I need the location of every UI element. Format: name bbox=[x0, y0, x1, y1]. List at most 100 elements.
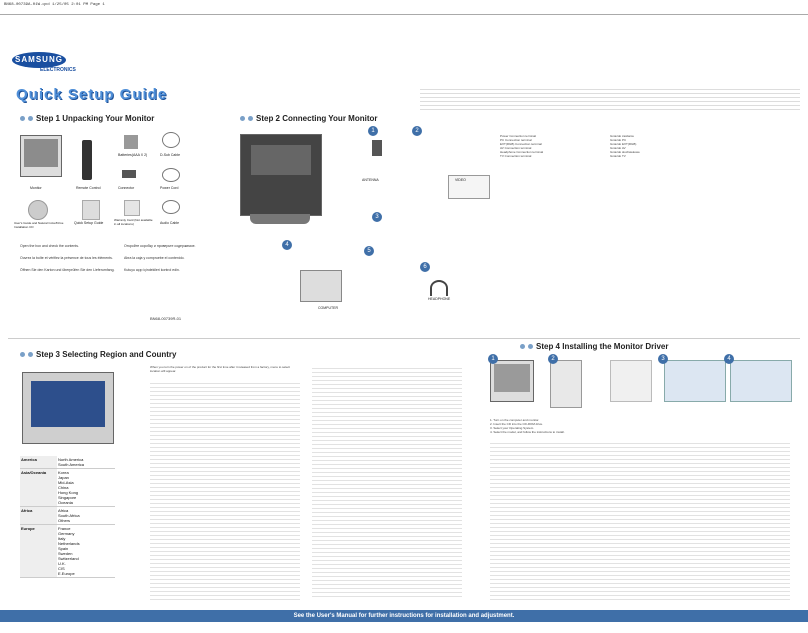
terminal-list-pl: Gniazdo zasilania Gniazdo PC Gniazdo EXT… bbox=[610, 134, 640, 158]
step3-intro: When you turn the power on of the produc… bbox=[150, 365, 291, 373]
step1-line-r3: Kutuyu açıp içindekileri kontrol edin. bbox=[124, 268, 180, 272]
region-name: Europe bbox=[20, 525, 57, 577]
model-select-screen bbox=[730, 360, 792, 402]
terminal-list-multilang bbox=[500, 170, 800, 310]
file-header: BN68-00739A-01W.qxd 1/25/05 2:01 PM Page… bbox=[4, 3, 105, 7]
pc-tower-image bbox=[550, 360, 582, 408]
step1-heading: Step 1 Unpacking Your Monitor bbox=[20, 114, 154, 123]
os-select-screen bbox=[664, 360, 726, 402]
item-audio-cable: Audio Cable bbox=[160, 221, 180, 225]
step3-text-right bbox=[312, 365, 462, 600]
step4-callout-3: 3 bbox=[658, 354, 668, 364]
headphone-icon bbox=[430, 280, 448, 296]
step4-callout-2: 2 bbox=[548, 354, 558, 364]
step4-line-2: 2. Insert the CD into the CD-ROM drive. bbox=[490, 422, 544, 426]
step4-heading-text: Step 4 Installing the Monitor Driver bbox=[536, 342, 669, 351]
item-batteries: Batteries(AAA X 2) bbox=[118, 153, 148, 157]
callout-1: 1 bbox=[368, 126, 378, 136]
step3-text-left bbox=[150, 380, 300, 600]
step3-heading: Step 3 Selecting Region and Country bbox=[20, 350, 176, 359]
monitor-back-image bbox=[240, 134, 322, 216]
region-countries: North America South America bbox=[58, 457, 85, 467]
dsub-cable-image bbox=[162, 132, 180, 148]
bullet-icon bbox=[248, 116, 253, 121]
callout-3: 3 bbox=[372, 212, 382, 222]
step4-line-4: 4. Select the model, and follow the inst… bbox=[490, 430, 565, 434]
cd-insert-image bbox=[610, 360, 652, 402]
callout-6: 6 bbox=[420, 262, 430, 272]
step4-text-multilang bbox=[490, 440, 790, 600]
bullet-icon bbox=[28, 352, 33, 357]
step1-line-r2: Abra la caja y compruebe el contenido. bbox=[124, 256, 185, 260]
quick-guide-image bbox=[82, 200, 100, 220]
item-power-cord: Power Cord bbox=[160, 186, 179, 190]
monitor-stand bbox=[250, 214, 310, 224]
step4-heading: Step 4 Installing the Monitor Driver bbox=[520, 342, 668, 351]
terminal-list-en: Power Connection terminal PC Connection … bbox=[500, 134, 544, 158]
item-remote: Remote Control bbox=[76, 186, 101, 190]
region-table: America North America South America Asia… bbox=[20, 456, 115, 578]
label-antenna: ANTENNA bbox=[362, 178, 379, 182]
step4-line-3: 3. Select your Operating System. bbox=[490, 426, 535, 430]
audio-cable-image bbox=[162, 200, 180, 214]
item-warranty: Warranty Card (Not available in all loca… bbox=[114, 218, 153, 226]
monitor-image bbox=[20, 135, 62, 177]
step1-heading-text: Step 1 Unpacking Your Monitor bbox=[36, 114, 155, 123]
video-device bbox=[448, 175, 490, 199]
computer-image bbox=[300, 270, 342, 302]
callout-2: 2 bbox=[412, 126, 422, 136]
warranty-card-image bbox=[124, 200, 140, 216]
intro-text-block bbox=[420, 86, 800, 112]
item-user-guide: User's Guide and Natural Color/Drive Ins… bbox=[14, 221, 64, 229]
label-video: VIDEO bbox=[455, 178, 466, 182]
step1-line-1: Open the box and check the contents. bbox=[20, 244, 79, 248]
step3-heading-text: Step 3 Selecting Region and Country bbox=[36, 350, 177, 359]
step1-line-3: Öffnen Sie den Karton und überprüfen Sie… bbox=[20, 268, 115, 272]
region-row: Asia/Oceania Korea Japan Mid-Asia China … bbox=[20, 469, 115, 507]
label-computer: COMPUTER bbox=[318, 306, 339, 310]
bullet-icon bbox=[240, 116, 245, 121]
region-name: Asia/Oceania bbox=[20, 469, 57, 506]
footer-note: See the User's Manual for further instru… bbox=[0, 610, 808, 622]
page-title: Quick Setup Guide bbox=[16, 86, 168, 103]
cd-image bbox=[28, 200, 48, 220]
region-row: America North America South America bbox=[20, 456, 115, 469]
region-name: Africa bbox=[20, 507, 57, 524]
section-divider bbox=[8, 338, 800, 339]
region-countries: France Germany Italy Netherlands Spain S… bbox=[58, 526, 80, 576]
step1-line-r1: Откройте коробку и проверьте содержимое. bbox=[124, 244, 196, 248]
part-number: BN68-00739R-01 bbox=[150, 316, 182, 321]
connector-image bbox=[122, 170, 136, 178]
region-name: America bbox=[20, 456, 57, 468]
step1-line-2: Ouvrez la boîte et vérifiez la présence … bbox=[20, 256, 113, 260]
item-dsub: D-Sub Cable bbox=[160, 153, 181, 157]
region-row: Africa Africa South Africa Others bbox=[20, 507, 115, 525]
item-connector: Connector bbox=[118, 186, 135, 190]
crop-line bbox=[0, 14, 808, 15]
callout-5: 5 bbox=[364, 246, 374, 256]
region-countries: Africa South Africa Others bbox=[58, 508, 80, 523]
callout-4: 4 bbox=[282, 240, 292, 250]
step4-callout-4: 4 bbox=[724, 354, 734, 364]
bullet-icon bbox=[20, 352, 25, 357]
batteries-image bbox=[124, 135, 138, 149]
bullet-icon bbox=[520, 344, 525, 349]
bullet-icon bbox=[20, 116, 25, 121]
power-cord-image bbox=[162, 168, 180, 182]
step2-heading: Step 2 Connecting Your Monitor bbox=[240, 114, 377, 123]
label-headphone: HEADPHONE bbox=[428, 297, 451, 301]
bullet-icon bbox=[28, 116, 33, 121]
antenna-plug bbox=[372, 140, 382, 156]
bullet-icon bbox=[528, 344, 533, 349]
step2-heading-text: Step 2 Connecting Your Monitor bbox=[256, 114, 378, 123]
samsung-logo-sub: ELECTRONICS bbox=[40, 67, 76, 73]
step4-line-1: 1. Turn on the computer and monitor. bbox=[490, 418, 540, 422]
driver-monitor-image bbox=[490, 360, 534, 402]
samsung-logo: SAMSUNG bbox=[12, 52, 66, 68]
region-row: Europe France Germany Italy Netherlands … bbox=[20, 525, 115, 578]
step4-callout-1: 1 bbox=[488, 354, 498, 364]
item-quick-guide: Quick Setup Guide bbox=[74, 221, 104, 225]
remote-control-image bbox=[82, 140, 92, 180]
region-countries: Korea Japan Mid-Asia China Hong Kong Sin… bbox=[58, 470, 79, 505]
item-monitor: Monitor bbox=[30, 186, 42, 190]
